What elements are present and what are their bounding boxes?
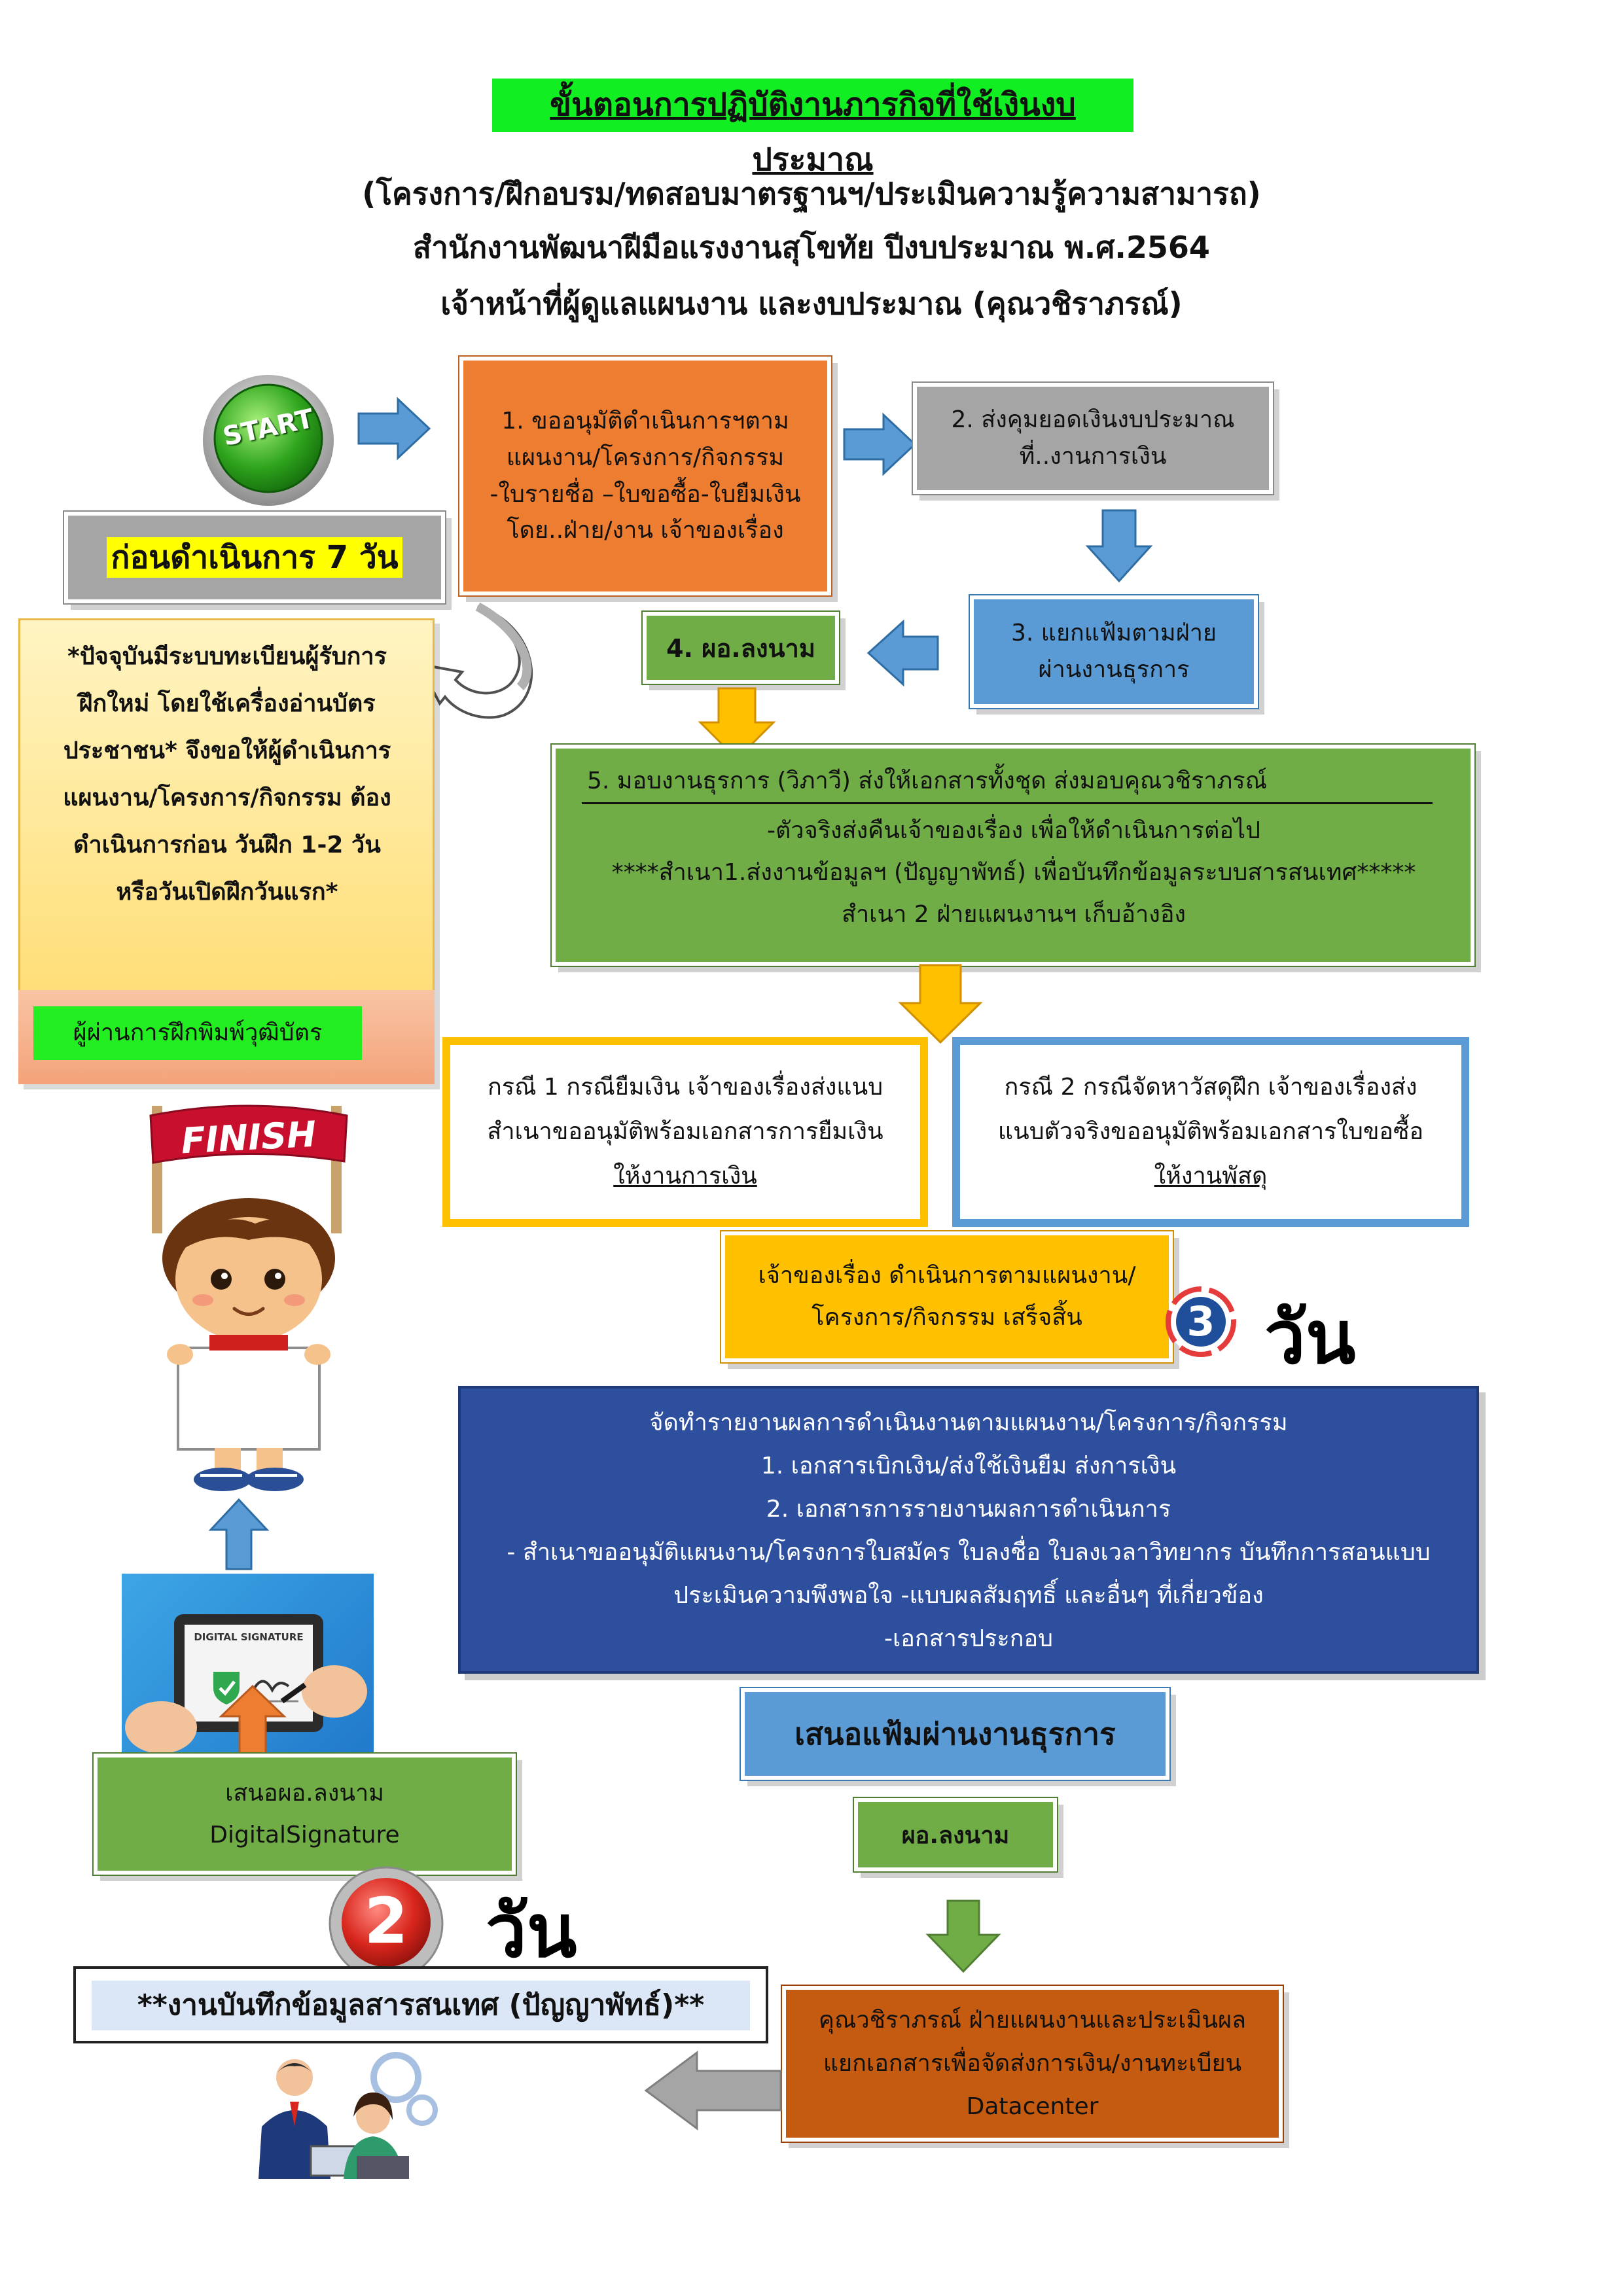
before-7-days-label: ก่อนดำเนินการ 7 วัน [107,537,402,578]
step-4-box: 4. ผอ.ลงนาม [641,610,840,685]
report-line-1: จัดทำรายงานผลการดำเนินงานตามแผนงาน/โครงก… [649,1409,1288,1436]
step-1-line-2: แผนงาน/โครงการ/กิจกรรม [506,444,785,471]
arrow-right-1-icon [357,397,431,461]
owner-line-2: โครงการ/กิจกรรม เสร็จสิ้น [812,1304,1082,1331]
note-line-4: แผนงาน/โครงการ/กิจกรรม ต้อง [63,785,391,811]
days-3-unit: วัน [1264,1296,1356,1381]
report-line-6: -เอกสารประกอบ [883,1625,1054,1652]
digital-line-2: DigitalSignature [209,1821,400,1848]
days-3-badge: 3 [1165,1286,1237,1358]
vachiraporn-line-2: แยกเอกสารเพื่อจัดส่งการเงิน/งานทะเบียน [823,2050,1242,2077]
note-text: *ปัจจุบันมีระบบทะเบียนผู้รับการ ฝึกใหม่ … [27,633,427,916]
step-5-line-1: 5. มอบงานธุรการ (วิภาวี) ส่งให้เอกสารทั้… [587,768,1267,794]
arrow-down-1-icon [1085,509,1153,583]
arrow-up-2-icon [219,1684,287,1757]
subtitle-3: เจ้าหน้าที่ผู้ดูแลแผนงาน และงบประมาณ (คุ… [440,286,1183,321]
arrow-down-yellow-1-icon [698,687,776,761]
digital-sign-box: เสนอผอ.ลงนาม DigitalSignature [92,1752,517,1876]
arrow-down-green-icon [925,1899,1001,1973]
step-1-line-3: -ใบรายชื่อ –ใบขอซื้อ-ใบยืมเงิน [490,480,801,508]
owner-box: เจ้าของเรื่อง ดำเนินการตามแผนงาน/ โครงกา… [720,1230,1174,1364]
vachiraporn-line-3: Datacenter [966,2093,1099,2120]
step-5-line-4: สำเนา 2 ฝ่ายแผนงานฯ เก็บอ้างอิง [841,901,1186,928]
step-1-box: 1. ขออนุมัติดำเนินการฯตาม แผนงาน/โครงการ… [458,355,832,597]
step-1-line-4: โดย..ฝ่าย/งาน เจ้าของเรื่อง [507,517,784,544]
arrow-left-1-icon [866,619,939,687]
present-box: เสนอแฟ้มผ่านงานธุรการ [740,1687,1171,1781]
arrow-up-1-icon [208,1498,270,1570]
subtitle-2: สำนักงานพัฒนาฝีมือแรงงานสุโขทัย ปีงบประม… [413,230,1210,265]
case-2-line-3: ให้งานพัสดุ [1154,1163,1268,1190]
report-line-4: - สำเนาขออนุมัติแผนงาน/โครงการใบสมัคร ใบ… [507,1539,1431,1566]
note-footer-label: ผู้ผ่านการฝึกพิมพ์วุฒิบัตร [73,1019,323,1046]
tablet-label: DIGITAL SIGNATURE [194,1631,304,1643]
page-title-highlight [492,79,1133,132]
present-label: เสนอแฟ้มผ่านงานธุรการ [794,1716,1116,1752]
case-2-line-1: กรณี 2 กรณีจัดหาวัสดุฝึก เจ้าของเรื่องส่… [1004,1074,1418,1101]
step-5-line-3: ****สำเนา1.ส่งงานข้อมูลฯ (ปัญญาพัทธ์) เพ… [611,859,1416,886]
vachiraporn-line-1: คุณวชิราภรณ์ ฝ่ายแผนงานและประเมินผล [818,2007,1247,2034]
days-2-number: 2 [364,1884,408,1958]
vachiraporn-box: คุณวชิราภรณ์ ฝ่ายแผนงานและประเมินผล แยกเ… [781,1985,1284,2143]
note-line-2: ฝึกใหม่ โดยใช้เครื่องอ่านบัตร [79,690,376,717]
step-2-line-1: 2. ส่งคุมยอดเงินงบประมาณ [951,406,1235,434]
record-box: **งานบันทึกข้อมูลสารสนเทศ (ปัญญาพัทธ์)** [73,1966,768,2043]
note-footer-highlight [33,1006,362,1060]
note-line-1: *ปัจจุบันมีระบบทะเบียนผู้รับการ [67,643,387,670]
days-3-number: 3 [1186,1298,1215,1345]
note-box: *ปัจจุบันมีระบบทะเบียนผู้รับการ ฝึกใหม่ … [18,618,435,1084]
step-5-line-2: -ตัวจริงส่งคืนเจ้าของเรื่อง เพื่อให้ดำเน… [767,817,1260,844]
digital-line-1: เสนอผอ.ลงนาม [225,1779,384,1807]
step-3-box: 3. แยกแฟ้มตามฝ่าย ผ่านงานธุรการ [969,594,1259,709]
staff-illustration [232,2048,442,2185]
owner-line-1: เจ้าของเรื่อง ดำเนินการตามแผนงาน/ [758,1262,1136,1289]
curved-arrow-icon [416,602,533,719]
note-line-3: ประชาชน* จึงขอให้ผู้ดำเนินการ [63,737,391,764]
step-3-line-2: ผ่านงานธุรการ [1038,656,1190,683]
finish-kid-illustration: FINISH [137,1089,360,1495]
report-line-3: 2. เอกสารการรายงานผลการดำเนินการ [766,1496,1171,1523]
step-3-line-1: 3. แยกแฟ้มตามฝ่าย [1010,620,1217,647]
page-title: ขั้นตอนการปฏิบัติงานภารกิจที่ใช้เงินงบปร… [550,86,1076,178]
step-4-label: 4. ผอ.ลงนาม [666,633,815,663]
subtitle-1: (โครงการ/ฝึกอบรม/ทดสอบมาตรฐานฯ/ประเมินคว… [362,176,1261,211]
record-label: **งานบันทึกข้อมูลสารสนเทศ (ปัญญาพัทธ์)** [92,1981,750,2030]
report-line-2: 1. เอกสารเบิกเงิน/ส่งใช้เงินยืม ส่งการเง… [760,1453,1177,1479]
arrow-left-grey-icon [644,2051,782,2130]
case-1-box: กรณี 1 กรณียืมเงิน เจ้าของเรื่องส่งแนบ ส… [442,1037,928,1227]
arrow-right-2-icon [843,412,917,476]
director-sign-box: ผอ.ลงนาม [853,1797,1058,1873]
case-1-line-2: สำเนาขออนุมัติพร้อมเอกสารการยืมเงิน [487,1118,883,1145]
note-line-6: หรือวันเปิดฝึกวันแรก* [116,879,338,906]
days-2-unit: วัน [486,1889,577,1974]
step-5-divider [582,802,1433,804]
case-1-line-1: กรณี 1 กรณียืมเงิน เจ้าของเรื่องส่งแนบ [487,1074,883,1101]
before-7-days-box: ก่อนดำเนินการ 7 วัน [63,510,446,605]
report-box: จัดทำรายงานผลการดำเนินงานตามแผนงาน/โครงก… [458,1386,1479,1674]
case-1-line-3: ให้งานการเงิน [613,1163,757,1190]
case-2-box: กรณี 2 กรณีจัดหาวัสดุฝึก เจ้าของเรื่องส่… [952,1037,1469,1227]
case-2-line-2: แนบตัวจริงขออนุมัติพร้อมเอกสารใบขอซื้อ [997,1118,1424,1145]
days-2-badge: 2 [327,1863,445,1981]
arrow-down-yellow-2-icon [898,964,983,1044]
director-sign-label: ผอ.ลงนาม [901,1822,1010,1849]
step-1-line-1: 1. ขออนุมัติดำเนินการฯตาม [501,407,789,434]
step-2-box: 2. ส่งคุมยอดเงินงบประมาณ ที่..งานการเงิน [912,381,1274,495]
step-5-box: 5. มอบงานธุรการ (วิภาวี) ส่งให้เอกสารทั้… [550,743,1476,967]
note-line-5: ดำเนินการก่อน วันฝึก 1-2 วัน [73,832,381,858]
start-button-graphic: START [200,370,337,507]
report-line-5: ประเมินความพึงพอใจ -แบบผลสัมฤทธิ์ และอื่… [673,1582,1264,1609]
step-2-line-2: ที่..งานการเงิน [1019,443,1167,470]
